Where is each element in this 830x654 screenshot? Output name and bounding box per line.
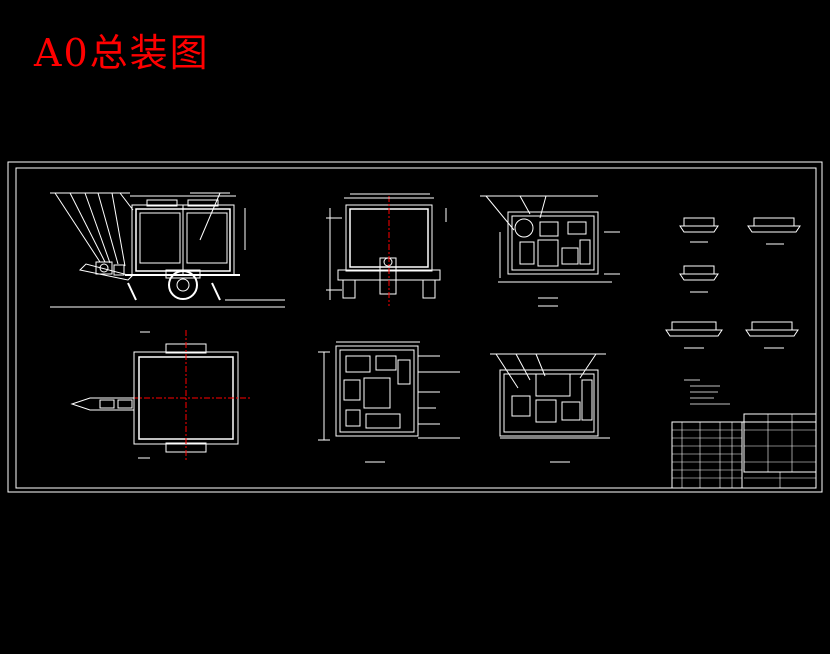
- outer-border: [7, 161, 823, 493]
- wheel: [168, 270, 198, 300]
- plan-section-view: [318, 341, 460, 463]
- rear-elevation: [326, 193, 447, 306]
- plan-section-view-2: [490, 353, 610, 463]
- plan-view-trailer: [70, 330, 252, 460]
- detail-sections: [665, 217, 801, 349]
- side-view-trailer: [50, 192, 285, 308]
- notes-block: [684, 379, 730, 405]
- title-block: [671, 413, 817, 489]
- section-equipment-view: [480, 195, 620, 307]
- inner-border: [15, 167, 817, 489]
- drawing-title: A0总装图: [34, 31, 210, 75]
